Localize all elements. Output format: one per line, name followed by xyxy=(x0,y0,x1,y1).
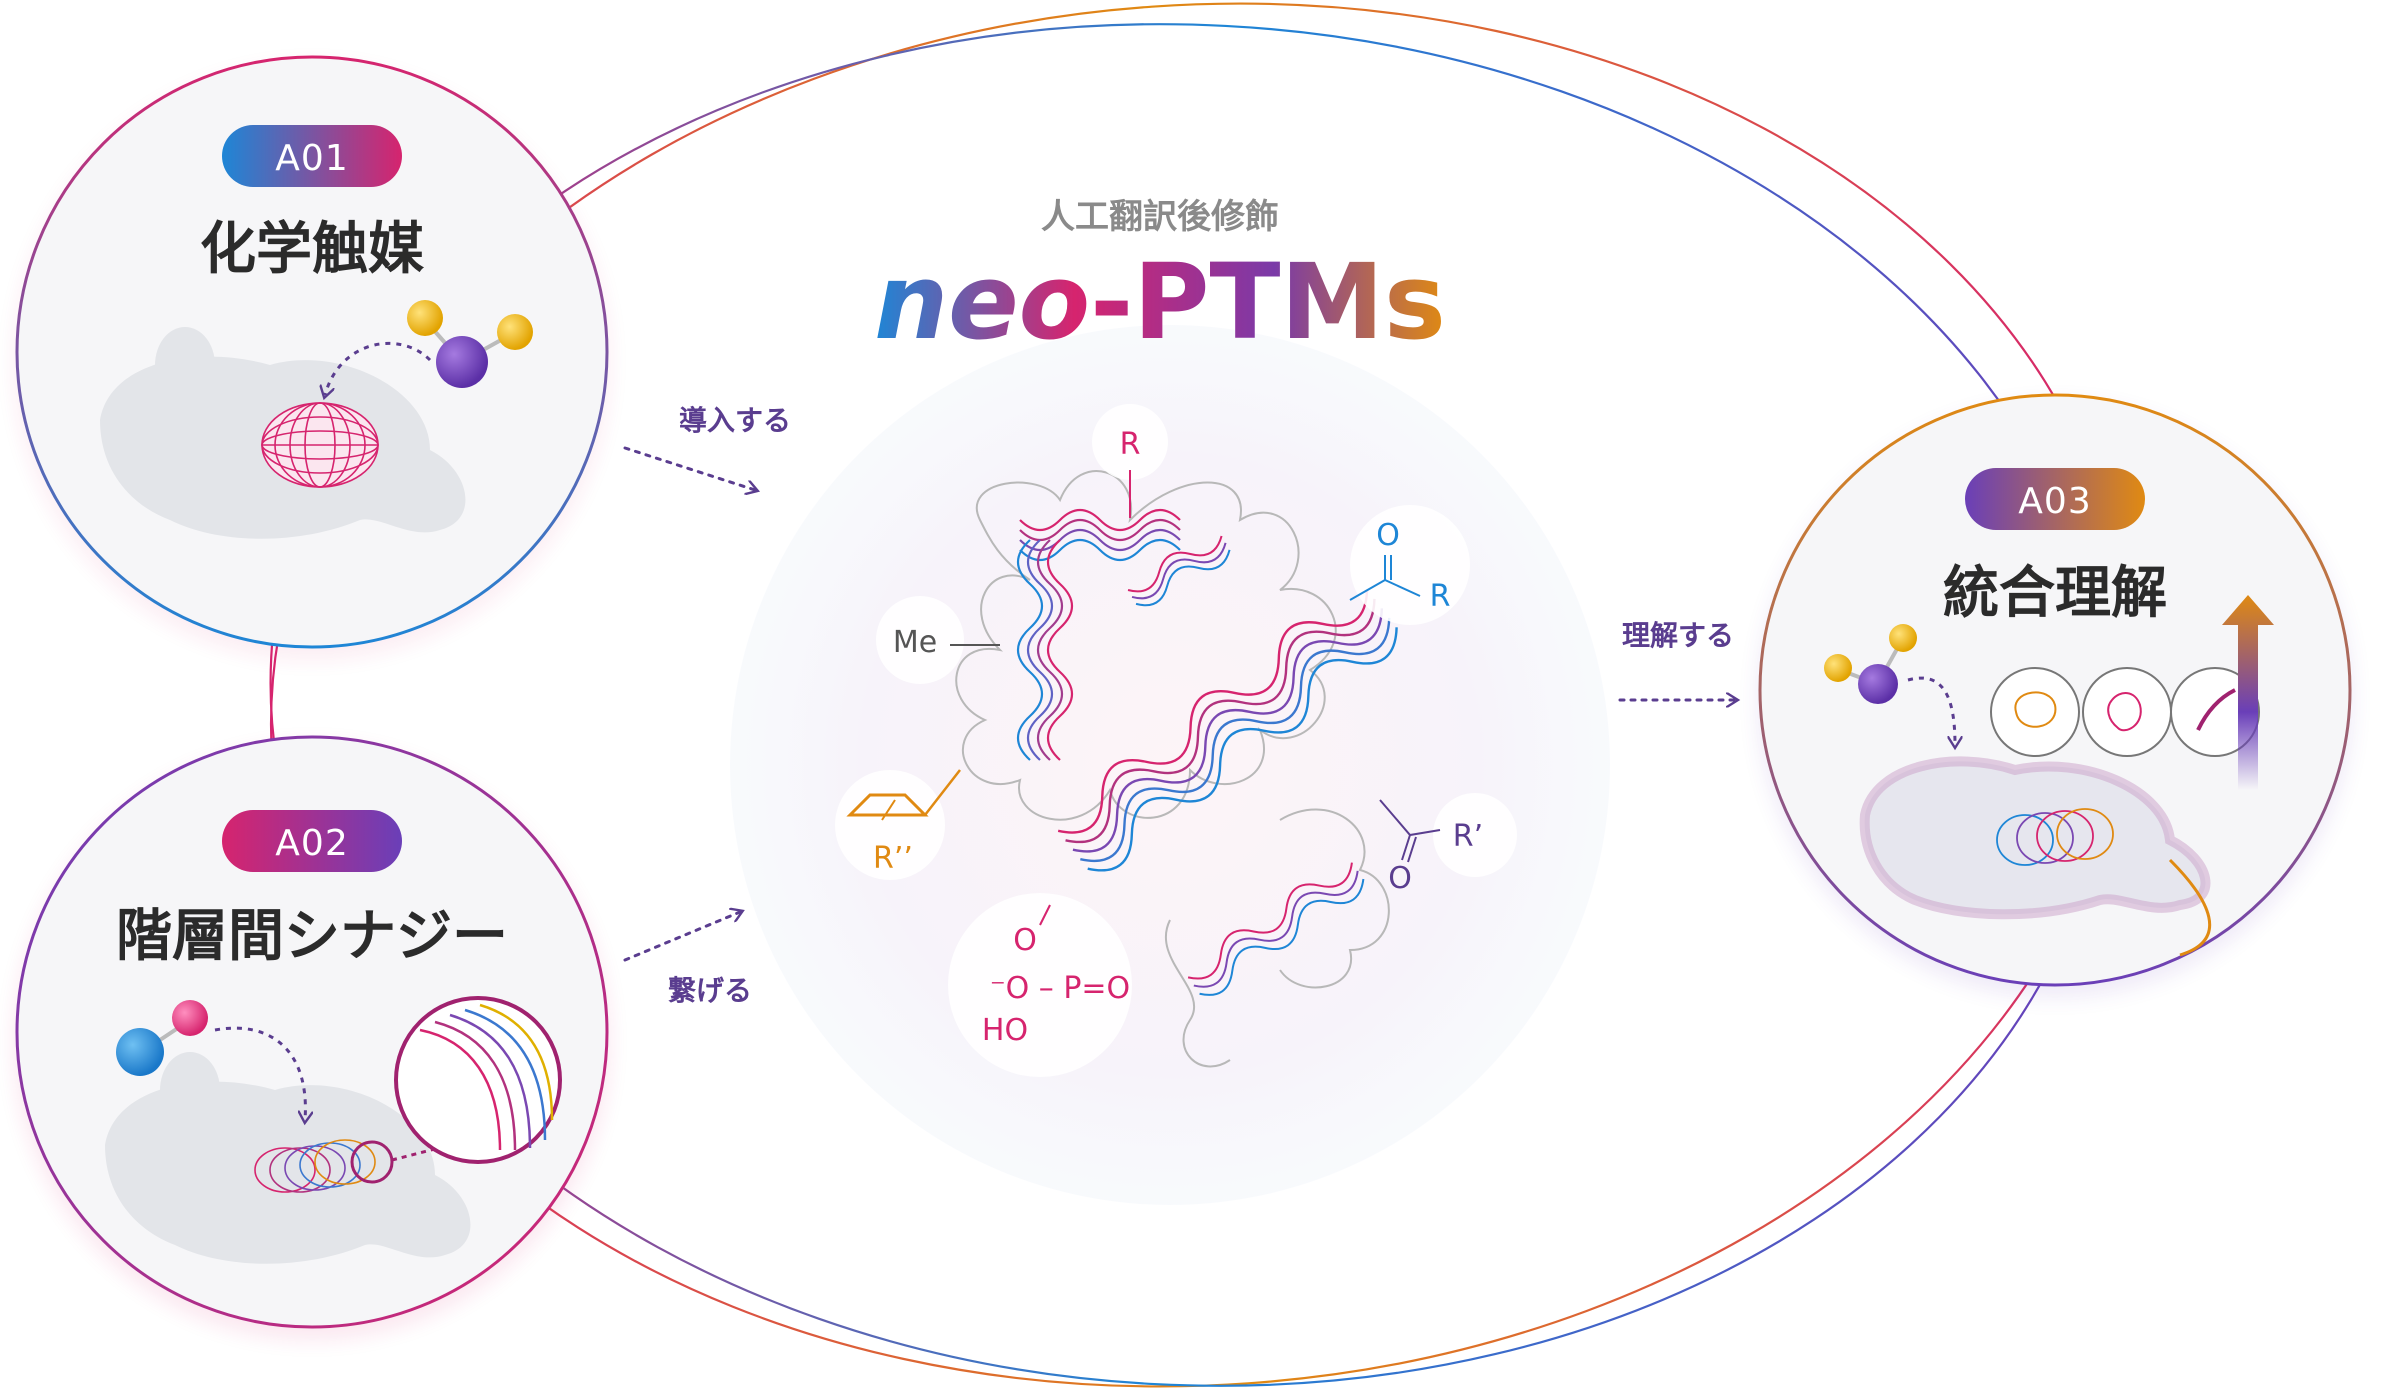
synergy-molecule xyxy=(116,1000,208,1076)
center-glow xyxy=(730,325,1610,1205)
zoom-coil xyxy=(419,1003,554,1151)
brain-icon xyxy=(2014,691,2057,728)
synergy-coil xyxy=(254,1139,376,1193)
center-title: neo-PTMs xyxy=(874,241,1446,363)
title-prefix: neo xyxy=(874,241,1090,363)
protein-illustration xyxy=(955,470,1398,1068)
chem-ring-r: R’’ xyxy=(873,841,913,876)
chem-phos-ho: HO xyxy=(982,1013,1028,1048)
arrow-connect-label: 繋げる xyxy=(668,974,752,1007)
a03-pill xyxy=(1965,468,2145,530)
chem-ester-o: O xyxy=(1388,861,1412,896)
chem-carbonyl-r: R xyxy=(1430,579,1451,614)
mouse-silhouette-a03 xyxy=(1859,756,2211,920)
arrow-understand-label: 理解する xyxy=(1622,619,1734,652)
title-suffix: -PTMs xyxy=(1090,241,1446,363)
mouse-silhouette-a02 xyxy=(105,1081,471,1264)
chem-modifications: R Me O R R’ O R’’ O ⁻O – P=O HO xyxy=(835,404,1517,1077)
mesh-sphere xyxy=(261,402,379,488)
chem-phos-o-top: O xyxy=(1013,923,1037,958)
a02-pill xyxy=(222,810,402,872)
a01-title: 化学触媒 xyxy=(200,217,425,282)
a01-pill-label: A01 xyxy=(275,138,348,179)
increase-arrow-icon xyxy=(2222,595,2274,790)
a01-pill xyxy=(222,125,402,187)
arrow-connect: 繋げる xyxy=(623,912,752,1007)
arrow-understand: 理解する xyxy=(1618,619,1735,700)
organ-bubbles xyxy=(1990,667,2260,757)
a03-coil xyxy=(1996,808,2114,866)
a02-pill-label: A02 xyxy=(275,823,348,864)
a03-molecule xyxy=(1824,624,1917,704)
arrow-introduce: 導入する xyxy=(623,404,791,490)
a03-title: 統合理解 xyxy=(1943,561,2167,626)
catalyst-molecule xyxy=(407,300,533,388)
chem-carbonyl-o: O xyxy=(1376,518,1400,553)
a03-pill-label: A03 xyxy=(2018,481,2091,522)
chem-phos-main: ⁻O – P=O xyxy=(990,971,1130,1006)
arrow-introduce-label: 導入する xyxy=(679,404,791,437)
muscle-icon xyxy=(2196,688,2236,731)
a02-title: 階層間シナジー xyxy=(116,904,508,969)
chem-r-top: R xyxy=(1120,427,1141,462)
heart-icon xyxy=(2107,692,2142,732)
module-a01: A01 化学触媒 xyxy=(14,55,610,660)
chem-me: Me xyxy=(893,625,937,660)
chem-ester-r: R’ xyxy=(1453,819,1483,854)
zoom-lens xyxy=(394,996,562,1164)
module-a02: A02 階層間シナジー xyxy=(14,735,610,1340)
center-subtitle: 人工翻訳後修飾 xyxy=(1041,197,1279,237)
module-a03: A03 統合理解 xyxy=(1757,393,2353,998)
